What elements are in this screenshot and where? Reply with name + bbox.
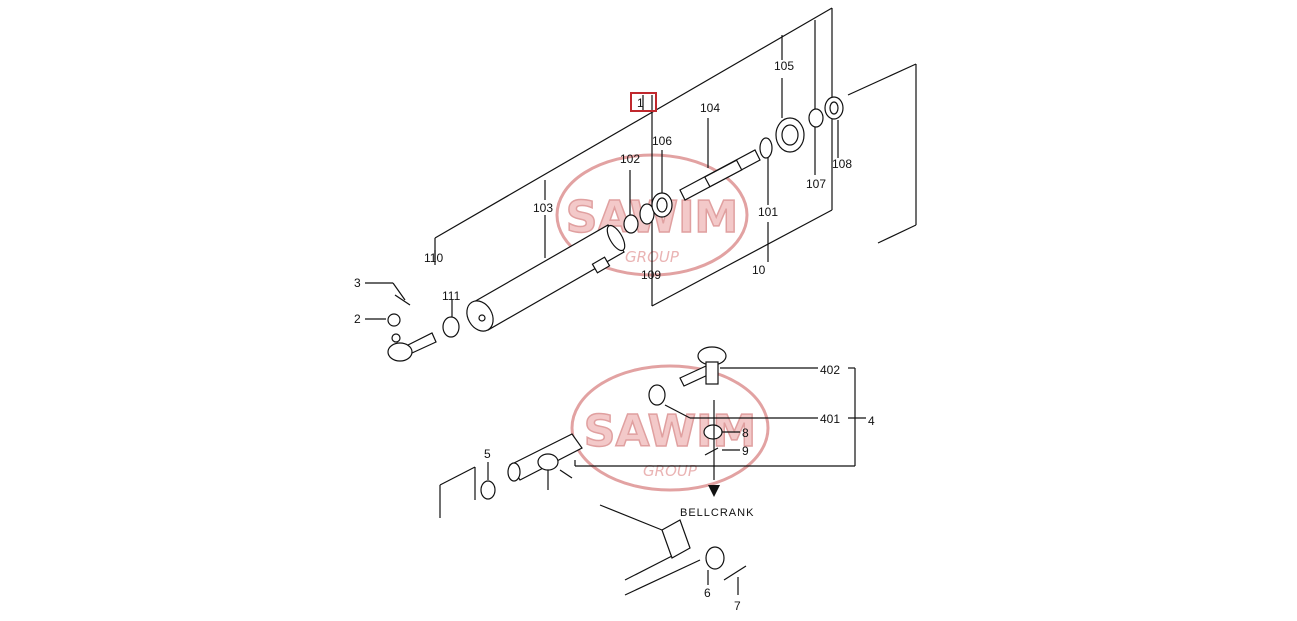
callout-105: 105 bbox=[774, 59, 794, 73]
part-2-nut bbox=[387, 313, 401, 327]
callout-101: 101 bbox=[758, 205, 778, 219]
lower-bracket bbox=[439, 462, 747, 596]
arrow-to-bellcrank bbox=[708, 485, 720, 497]
part-6-nut bbox=[705, 546, 725, 570]
watermark-sub-bottom: GROUP bbox=[643, 462, 698, 480]
ball-joint-402 bbox=[648, 346, 727, 497]
callout-8: 8 bbox=[742, 426, 749, 440]
cylinder-body bbox=[466, 224, 626, 332]
callout-labels: 1 3 2 4 5 6 7 8 9 10 101 102 103 104 105… bbox=[354, 59, 875, 613]
watermark-bottom: SAWIM GROUP bbox=[570, 364, 770, 492]
callout-6: 6 bbox=[704, 586, 711, 600]
part-401-nut bbox=[648, 384, 666, 406]
highlight-box bbox=[630, 92, 657, 112]
callout-2: 2 bbox=[354, 312, 361, 326]
callout-103: 103 bbox=[533, 201, 553, 215]
callout-5: 5 bbox=[484, 447, 491, 461]
bellcrank-label: BELLCRANK bbox=[680, 507, 754, 519]
callout-10: 10 bbox=[752, 263, 766, 277]
callout-102: 102 bbox=[620, 152, 640, 166]
bellcrank-arm bbox=[507, 433, 583, 490]
lower-leaders bbox=[574, 367, 866, 467]
callout-401: 401 bbox=[820, 412, 840, 426]
callout-108: 108 bbox=[832, 157, 852, 171]
callout-104: 104 bbox=[700, 101, 720, 115]
callout-2-top: 3 bbox=[354, 276, 361, 290]
callout-402: 402 bbox=[820, 363, 840, 377]
rod-end-parts bbox=[387, 294, 460, 362]
part-8-nut bbox=[703, 424, 723, 440]
leader-lines bbox=[365, 20, 839, 320]
callout-7: 7 bbox=[734, 599, 741, 613]
callout-110: 110 bbox=[424, 251, 443, 265]
seal-parts bbox=[623, 96, 844, 234]
callout-9: 9 bbox=[742, 444, 749, 458]
callout-4: 4 bbox=[868, 414, 875, 428]
callout-109: 109 bbox=[641, 268, 661, 282]
assembly-frame bbox=[434, 7, 917, 307]
part-5-nut bbox=[480, 480, 496, 500]
callout-1: 1 bbox=[637, 96, 644, 110]
piston-rod bbox=[679, 149, 761, 201]
callout-106: 106 bbox=[652, 134, 672, 148]
part-111-nut bbox=[442, 316, 460, 338]
callout-111: 111 bbox=[442, 289, 461, 303]
callout-107: 107 bbox=[806, 177, 826, 191]
part-102-ring bbox=[623, 214, 639, 234]
